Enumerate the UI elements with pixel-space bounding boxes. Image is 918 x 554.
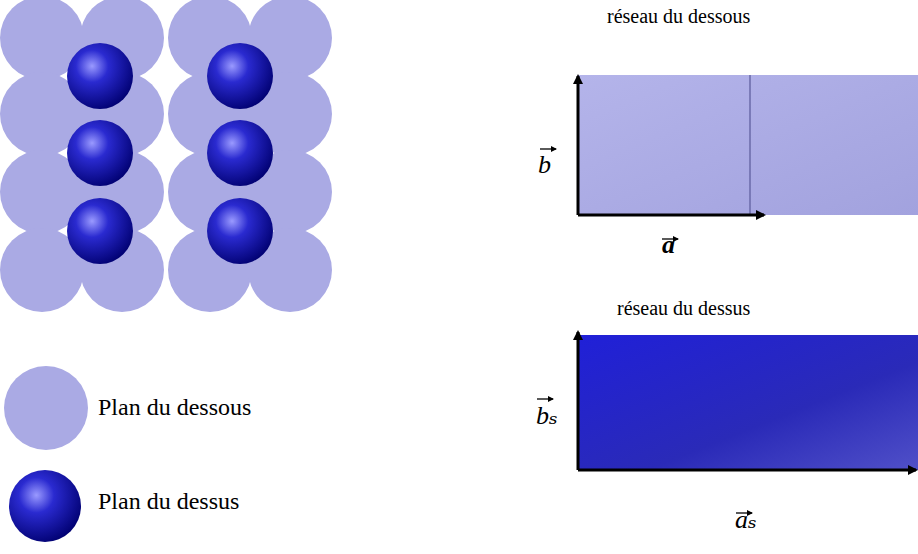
lower-lattice [578, 75, 918, 215]
legend-text: Plan du dessous [98, 394, 251, 421]
vector-name: bₛ [536, 400, 558, 431]
vector-arrow [577, 332, 580, 470]
legend-swatch [4, 366, 88, 450]
legend-text: Plan du dessus [98, 488, 239, 515]
vector-arrow [578, 214, 764, 217]
vector-name: aₛ [735, 504, 757, 535]
vector-name: a [662, 230, 675, 260]
vector-name: b [538, 150, 551, 180]
vector-overarrows [537, 149, 752, 513]
lattice-heading: réseau du dessus [617, 297, 750, 320]
cell-boundary [749, 75, 751, 215]
legend-sphere [9, 470, 81, 542]
upper-plane-atoms [67, 43, 273, 264]
lattice-region: réseau du dessous [578, 75, 918, 215]
lower-plane-atoms [0, 0, 332, 312]
lattice-region: réseau du dessus [578, 335, 918, 470]
upper-lattice [578, 335, 918, 470]
vector-arrow [577, 76, 580, 215]
vector-arrow [578, 469, 916, 472]
lattice-heading: réseau du dessous [607, 5, 750, 28]
